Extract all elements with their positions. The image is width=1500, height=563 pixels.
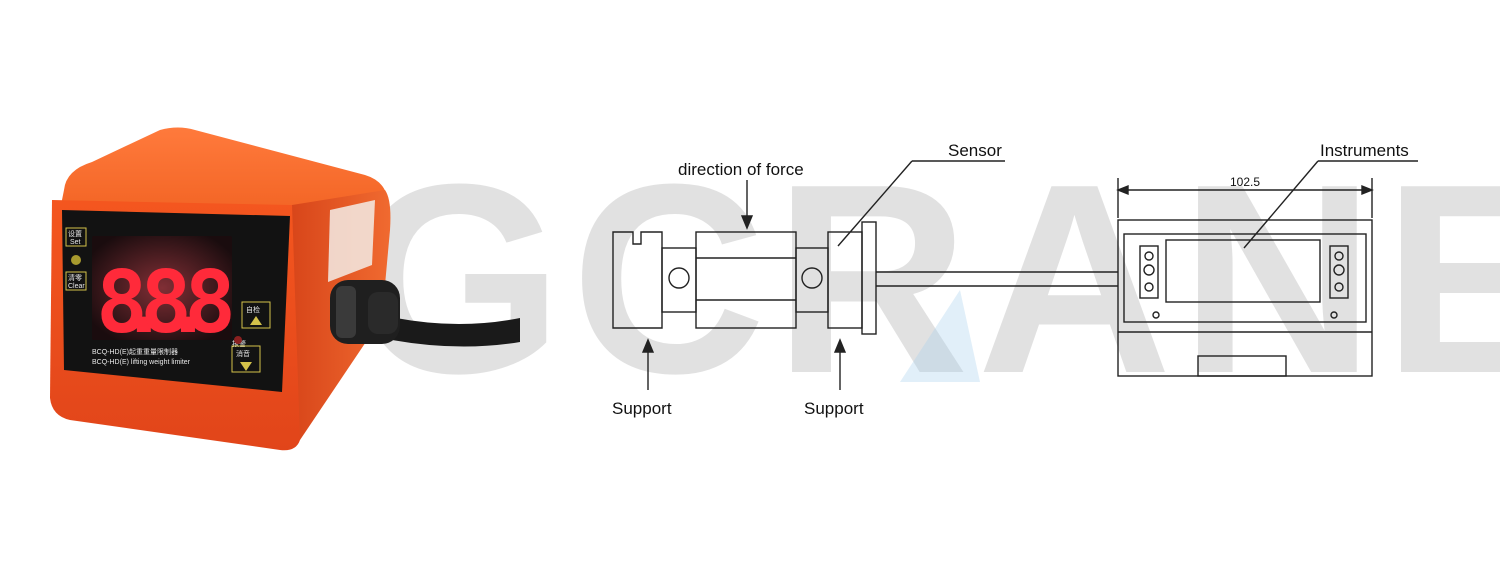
set-button[interactable] bbox=[65, 227, 87, 247]
instrument-key-icon bbox=[1334, 251, 1344, 261]
down-button[interactable] bbox=[231, 345, 261, 373]
dimension-label: 102.5 bbox=[1230, 175, 1260, 189]
model-text: BCQ-HD(E)起重重量限制器 bbox=[92, 347, 178, 356]
support-right-label: Support bbox=[804, 399, 864, 418]
instrument-key-icon bbox=[1143, 264, 1155, 276]
sensor-neck-right bbox=[795, 247, 829, 313]
clear-button-label: 清零 bbox=[68, 273, 82, 282]
instruments-label: Instruments bbox=[1320, 141, 1409, 160]
limiter-device: 8.8.8 设置 Set 清零 Clear 自检 报警 消音 BCQ-HD(E)… bbox=[50, 127, 520, 451]
sensor-leader-d bbox=[837, 160, 913, 247]
dim-arrow-right-icon bbox=[1361, 184, 1374, 196]
digit-display: 8.8.8 bbox=[96, 253, 236, 353]
instrument-face bbox=[1123, 233, 1367, 323]
sensor-label: Sensor bbox=[948, 141, 1002, 160]
digit-glow bbox=[92, 236, 232, 340]
instrument-right-keys bbox=[1329, 245, 1349, 299]
sensor-hole-right-icon bbox=[801, 267, 823, 289]
cable bbox=[392, 318, 520, 347]
instrument-connector bbox=[1197, 355, 1287, 377]
gland-nut bbox=[336, 286, 356, 338]
watermark-triangle bbox=[900, 290, 980, 382]
support-right-arrow-head-icon bbox=[833, 338, 847, 353]
instrument-key-icon bbox=[1144, 251, 1154, 261]
sensor-flange bbox=[861, 221, 877, 335]
side-label bbox=[328, 200, 375, 282]
instrument-key-icon bbox=[1144, 282, 1154, 292]
support-left-arrow-head-icon bbox=[641, 338, 655, 353]
set-button-sub: Set bbox=[70, 239, 81, 246]
instruments-leader-d bbox=[1243, 160, 1319, 249]
sensor-right-body bbox=[827, 231, 863, 329]
instrument-window bbox=[1165, 239, 1321, 303]
sensor-left-end bbox=[612, 231, 663, 329]
gland-cap bbox=[368, 292, 398, 334]
arrow-up-icon bbox=[250, 316, 262, 325]
set-button-label: 设置 bbox=[68, 229, 82, 238]
instrument-key-icon bbox=[1333, 264, 1345, 276]
up-button[interactable] bbox=[241, 301, 271, 329]
sensor-drawing bbox=[612, 160, 1418, 390]
clear-button[interactable] bbox=[65, 271, 87, 291]
instrument-key-icon bbox=[1334, 282, 1344, 292]
down-button-label: 消音 bbox=[236, 349, 250, 358]
alarm-led-icon bbox=[234, 336, 242, 344]
instrument-screw-icon bbox=[1330, 311, 1338, 319]
arrow-down-icon bbox=[240, 362, 252, 371]
clear-button-sub: Clear bbox=[68, 283, 85, 290]
dim-arrow-left-icon bbox=[1116, 184, 1129, 196]
status-led-icon bbox=[71, 255, 81, 265]
force-label: direction of force bbox=[678, 160, 804, 179]
model-subtitle: BCQ-HD(E) lifting weight limiter bbox=[92, 359, 191, 366]
up-button-label: 自检 bbox=[246, 305, 260, 314]
sensor-neck-left bbox=[661, 247, 697, 313]
sensor-middle-body bbox=[695, 231, 797, 329]
instrument-screw-icon bbox=[1152, 311, 1160, 319]
sensor-hole-left-icon bbox=[668, 267, 690, 289]
instrument-left-keys bbox=[1139, 245, 1159, 299]
support-left-label: Support bbox=[612, 399, 672, 418]
force-arrow-head-icon bbox=[740, 215, 754, 230]
